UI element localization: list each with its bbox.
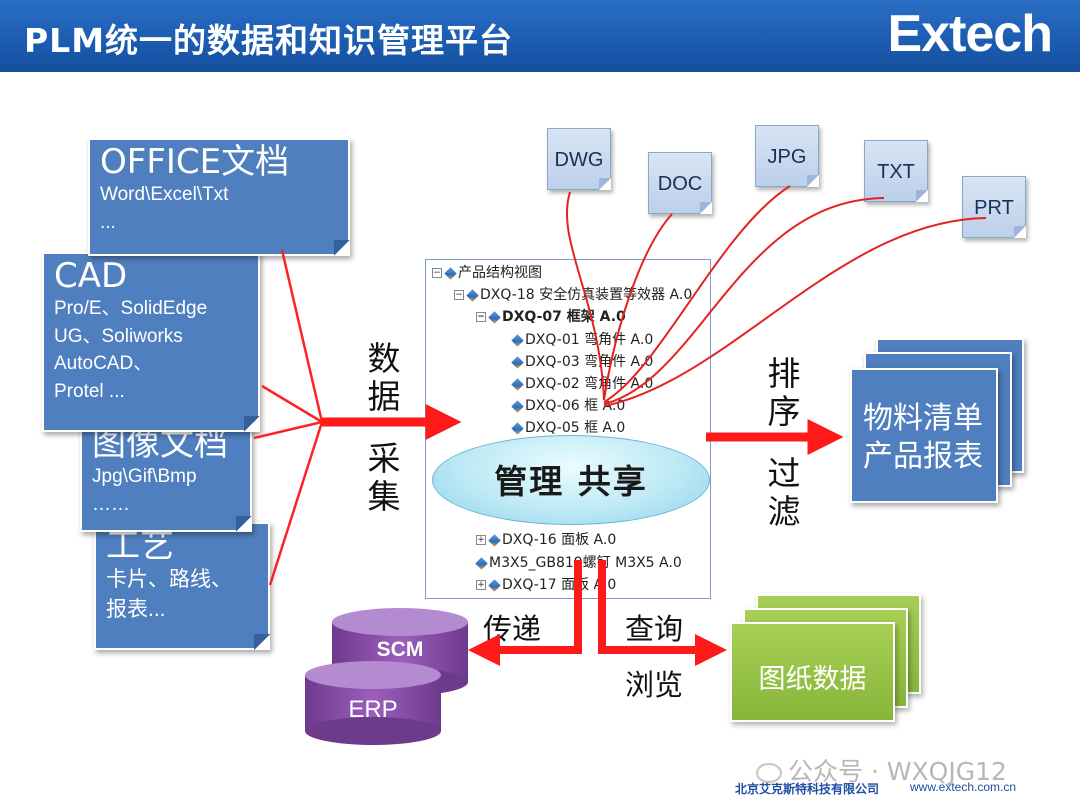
tree-node-label: DXQ-07 框架 A.0: [502, 309, 626, 325]
drawing-card-front: [730, 622, 895, 722]
report-card-front: [850, 368, 998, 503]
manage-share-oval: [432, 435, 710, 525]
collect-char: 据: [367, 376, 401, 416]
company-name: 北京艾克斯特科技有限公司: [735, 782, 880, 796]
tree-node-label: DXQ-17 面板 A.0: [502, 577, 617, 593]
tree-node-label: DXQ-03 弯角件 A.0: [525, 354, 654, 370]
source-line: UG、Soliworks: [54, 325, 183, 347]
source-line: Jpg\Gif\Bmp: [92, 466, 197, 488]
source-lines: [253, 249, 324, 586]
file-type-tile: TXT: [864, 140, 928, 202]
tree-node-label: M3X5_GB819螺钉 M3X5 A.0: [489, 555, 682, 571]
company-website[interactable]: www.extech.com.cn: [910, 780, 1017, 794]
source-line: ...: [100, 211, 116, 233]
browse-label: 浏览: [625, 668, 684, 702]
collect-char: 采: [367, 439, 401, 478]
tree-node[interactable]: M3X5_GB819螺钉 M3X5 A.0: [475, 553, 682, 573]
collapse-icon[interactable]: −: [476, 312, 486, 322]
title-bar: PLM统一的数据和知识管理平台 Extech: [0, 0, 1080, 72]
manage-share-label: 管理 共享: [494, 462, 648, 501]
product-structure-tree[interactable]: −产品结构视图−DXQ-18 安全仿真装置等效器 A.0−DXQ-07 框架 A…: [425, 259, 711, 599]
page-title: PLM统一的数据和知识管理平台: [24, 21, 514, 60]
tree-node[interactable]: − DXQ-07 框架 A.0: [476, 307, 626, 327]
tree-node-label: DXQ-06 框 A.0: [525, 398, 626, 414]
tree-node-label: DXQ-16 面板 A.0: [502, 532, 617, 548]
collect-label-2: 采 集: [364, 440, 404, 516]
sort-char: 过: [767, 454, 801, 493]
sort-char: 滤: [767, 491, 801, 531]
sort-char: 序: [767, 391, 801, 431]
report-label: 物料清单 产品报表: [850, 400, 996, 475]
browse-arrow: [598, 560, 727, 666]
tree-node-label: DXQ-01 弯角件 A.0: [525, 332, 654, 348]
tree-node[interactable]: DXQ-06 框 A.0: [511, 396, 626, 416]
watermark-text: 公众号 · WXQJG12: [788, 757, 1007, 786]
source-card-cad: CAD Pro/E、SolidEdge UG、Soliworks AutoCAD…: [42, 252, 260, 432]
source-line: 卡片、路线、: [106, 568, 232, 592]
query-label: 查询: [625, 612, 684, 646]
collect-char: 集: [367, 476, 401, 516]
collapse-icon[interactable]: −: [454, 290, 464, 300]
source-line: Protel ...: [54, 381, 125, 403]
file-type-tile: JPG: [755, 125, 819, 187]
deliver-arrow: [468, 560, 582, 666]
report-line: 产品报表: [863, 438, 983, 474]
tree-node[interactable]: − 产品结构视图: [432, 263, 542, 283]
erp-cylinder: [305, 661, 441, 745]
collect-char: 数: [367, 339, 401, 378]
scm-label: SCM: [376, 638, 424, 661]
source-line: AutoCAD、: [54, 353, 153, 375]
source-card-office: OFFICE文档 Word\Excel\Txt ...: [88, 138, 350, 256]
collapse-icon[interactable]: −: [432, 268, 442, 278]
expand-icon[interactable]: +: [476, 580, 486, 590]
sort-label: 排 序: [764, 355, 804, 431]
filter-label: 过 滤: [764, 455, 804, 531]
tree-node[interactable]: DXQ-05 框 A.0: [511, 418, 626, 438]
source-line: 报表...: [106, 597, 166, 621]
tree-node[interactable]: DXQ-01 弯角件 A.0: [511, 330, 654, 350]
tree-node[interactable]: DXQ-03 弯角件 A.0: [511, 352, 654, 372]
collect-label: 数 据: [364, 340, 404, 416]
extech-logo: Extech: [887, 5, 1053, 63]
tree-node-label: DXQ-05 框 A.0: [525, 420, 626, 436]
tree-node[interactable]: + DXQ-16 面板 A.0: [476, 530, 616, 550]
drawing-data-label: 图纸数据: [758, 664, 867, 695]
tree-node-label: 产品结构视图: [458, 265, 542, 281]
file-type-tile: DWG: [547, 128, 611, 190]
source-title-cad: CAD: [54, 256, 128, 296]
file-type-tile: PRT: [962, 176, 1026, 238]
source-title-office: OFFICE文档: [100, 142, 290, 182]
source-card-process: 工艺 卡片、路线、 报表...: [94, 522, 270, 650]
expand-icon[interactable]: +: [476, 535, 486, 545]
sort-char: 排: [767, 354, 801, 393]
source-line: ……: [92, 493, 130, 515]
file-type-tile: DOC: [648, 152, 712, 214]
wechat-watermark: 公众号 · WXQJG12: [756, 752, 1007, 788]
file-type-curves: [565, 185, 987, 407]
source-title-process: 工艺: [106, 526, 174, 566]
report-line: 物料清单: [863, 401, 983, 436]
tree-node[interactable]: + DXQ-17 面板 A.0: [476, 575, 616, 595]
erp-label: ERP: [348, 696, 398, 723]
wechat-icon: [756, 763, 782, 783]
source-line: Word\Excel\Txt: [100, 184, 229, 206]
source-line: Pro/E、SolidEdge: [54, 298, 208, 320]
